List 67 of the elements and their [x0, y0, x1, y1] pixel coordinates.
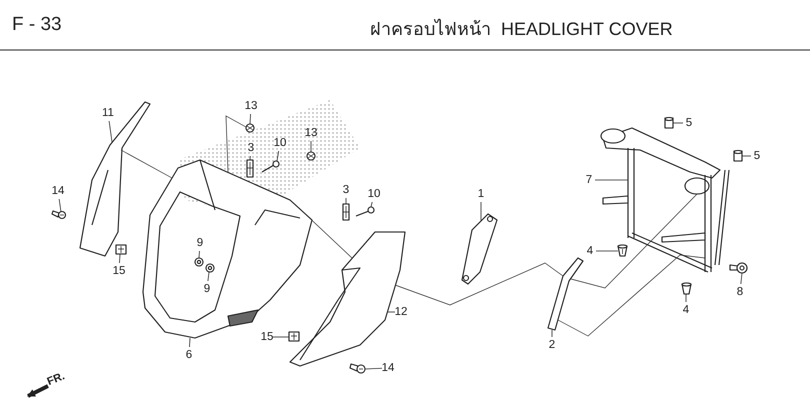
leader-line — [596, 250, 618, 252]
callout-number: 10 — [271, 136, 289, 150]
stay — [547, 257, 584, 331]
bracket — [461, 213, 498, 285]
assembly-line — [300, 210, 352, 258]
assembly-line — [226, 115, 246, 172]
callout-number: 9 — [198, 282, 216, 296]
headlight-cowl — [142, 159, 313, 339]
leader-line — [189, 338, 190, 348]
callout-number: 11 — [99, 106, 117, 120]
leader-line — [310, 140, 312, 152]
callout-number: 12 — [392, 305, 410, 319]
clip-nut — [288, 331, 300, 342]
callout-number: 6 — [180, 348, 198, 362]
leader-line — [740, 272, 742, 284]
leader-line — [208, 272, 210, 282]
callout-number: 15 — [258, 330, 276, 344]
callout-number: 5 — [680, 116, 698, 130]
cap — [733, 150, 743, 162]
callout-number: 10 — [365, 187, 383, 201]
page-title: ฝาครอบไฟหน้า HEADLIGHT COVER — [370, 18, 673, 41]
screw — [306, 151, 316, 161]
clip-nut — [115, 244, 127, 255]
clip — [342, 203, 350, 221]
cap — [664, 116, 674, 129]
callout-number: 2 — [543, 338, 561, 352]
callout-number: 15 — [110, 264, 128, 278]
leader-line — [198, 250, 200, 258]
grommet — [681, 282, 692, 295]
callout-number: 8 — [731, 285, 749, 299]
leader-line — [370, 202, 373, 208]
callout-number: 1 — [472, 187, 490, 201]
leader-line — [480, 202, 482, 222]
callout-number: 14 — [379, 361, 397, 375]
leader-line — [276, 150, 280, 162]
callout-number: 4 — [677, 303, 695, 317]
headlight-frame — [600, 127, 730, 273]
callout-number: 3 — [337, 183, 355, 197]
leader-line — [119, 254, 120, 264]
screw — [356, 206, 375, 217]
direction-label: FR. — [46, 370, 66, 388]
leader-line — [250, 156, 251, 160]
leader-line — [272, 336, 290, 338]
assembly-line — [394, 262, 564, 306]
leader-line — [58, 198, 62, 212]
assembly-line — [558, 254, 706, 336]
callout-number: 7 — [580, 173, 598, 187]
grommet — [617, 244, 628, 257]
callout-number: 13 — [242, 99, 260, 113]
callout-number: 3 — [242, 141, 260, 155]
leader-line — [672, 122, 684, 124]
side-cover — [79, 101, 151, 257]
leader-line — [250, 114, 251, 124]
callout-number: 5 — [748, 149, 766, 163]
screw — [245, 123, 255, 133]
assembly-line — [570, 194, 698, 288]
page-number: F - 33 — [12, 14, 62, 36]
bolt — [349, 363, 366, 374]
leader-line — [364, 368, 382, 370]
callout-number: 13 — [302, 126, 320, 140]
bolt — [729, 262, 748, 274]
callout-number: 4 — [581, 244, 599, 258]
bolt — [51, 210, 66, 220]
callout-number: 9 — [191, 236, 209, 250]
assembly-line — [120, 150, 172, 178]
callout-number: 14 — [49, 184, 67, 198]
leader-line — [108, 120, 112, 142]
